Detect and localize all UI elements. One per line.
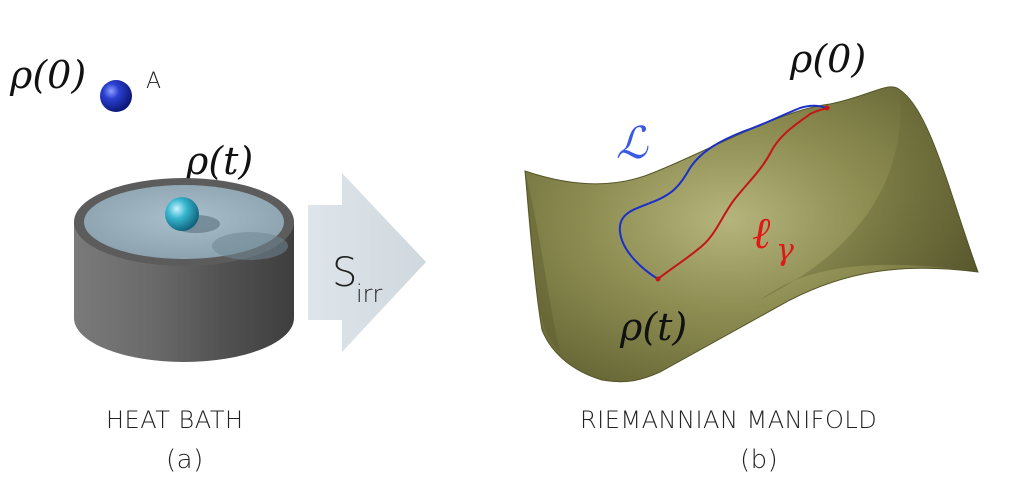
particle-a-sphere (100, 80, 132, 112)
point-rhot (655, 276, 661, 282)
manifold-caption: RIEMANNIAN MANIFOLD (580, 406, 877, 434)
particle-a-label: A (146, 69, 161, 94)
point-rho0 (824, 105, 830, 111)
panel-a-sublabel: (a) (166, 445, 204, 475)
curve-L-label: ℒ (616, 118, 649, 169)
curve-ell-label: ℓ (752, 208, 771, 259)
rhot-label-a: ρ(t) (185, 139, 253, 183)
curve-L (618, 104, 828, 280)
transfer-arrow: S irr (308, 173, 426, 352)
manifold-surface (524, 86, 979, 383)
panel-b-sublabel: (b) (740, 445, 778, 475)
panel-a: ρ(0) A ρ(t) HEAT BATH (a) (9, 53, 294, 475)
curve-ell (657, 107, 828, 280)
panel-b: ρ(0) ρ(t) ℒ ℓ γ RIEMANNIAN MANIFOLD (b) (524, 37, 979, 475)
heat-bath-caption: HEAT BATH (106, 406, 244, 434)
rho0-label-b: ρ(0) (789, 37, 866, 81)
curve-ell-subscript: γ (776, 233, 794, 268)
heat-bath-cylinder (74, 178, 294, 362)
rho0-label-a: ρ(0) (9, 53, 86, 97)
particle-t-sphere (165, 197, 199, 231)
rhot-label-b: ρ(t) (619, 305, 687, 349)
arrow-label-main: S (332, 250, 357, 296)
arrow-label-sub: irr (356, 280, 383, 308)
arrow-shape (308, 173, 426, 352)
